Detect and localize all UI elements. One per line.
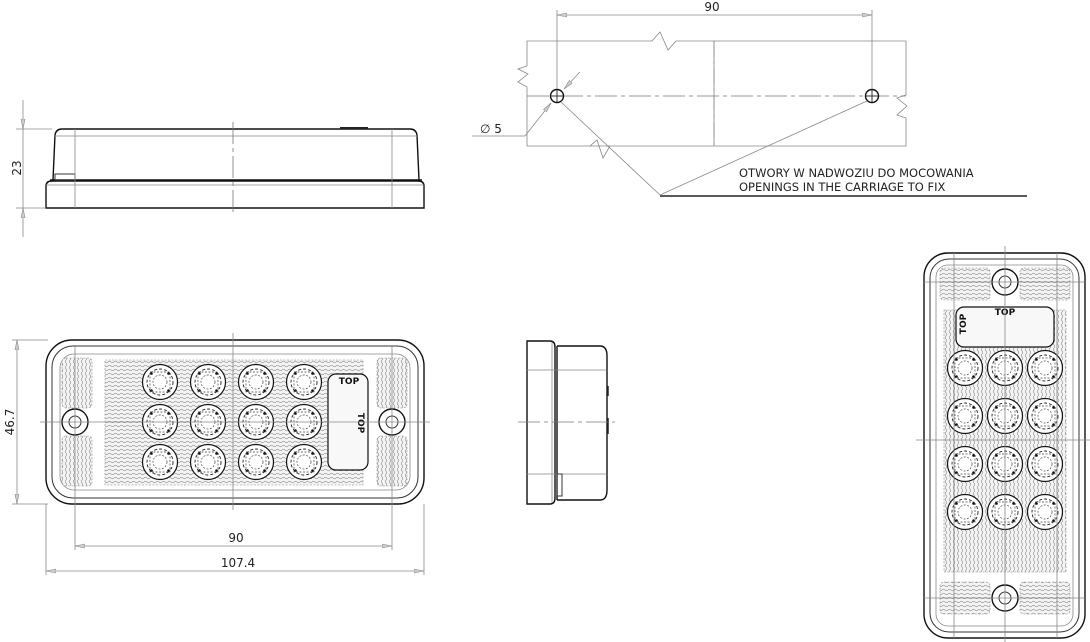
top-label-horizontal: TOP [339, 377, 360, 387]
overall-width-dimension-107-4: 107.4 [221, 556, 255, 570]
note-polish: OTWORY W NADWOZIU DO MOCOWANIA [739, 166, 974, 180]
hole-spacing-dimension-90-front: 90 [228, 531, 243, 545]
mounting-holes-view: 90 ∅ 5 OTWORY W NADWOZIU DO MOCOWANIA OP… [472, 0, 1027, 197]
end-view [518, 340, 615, 505]
height-dimension-46-7: 46.7 [3, 409, 17, 436]
hole-diameter-dimension: ∅ 5 [480, 122, 502, 136]
note-english: OPENINGS IN THE CARRIAGE TO FIX [739, 180, 945, 194]
front-view-horizontal: TOP TOP 46.7 90 107.4 [3, 333, 430, 575]
hole-spacing-dimension-90: 90 [704, 0, 719, 14]
top-label-vertical-vertical-view: TOP [959, 313, 969, 334]
side-view: 23 [10, 100, 425, 237]
top-label-vertical: TOP [355, 413, 365, 434]
front-view-vertical: TOP TOP [916, 246, 1090, 642]
height-dimension-23: 23 [10, 160, 24, 175]
